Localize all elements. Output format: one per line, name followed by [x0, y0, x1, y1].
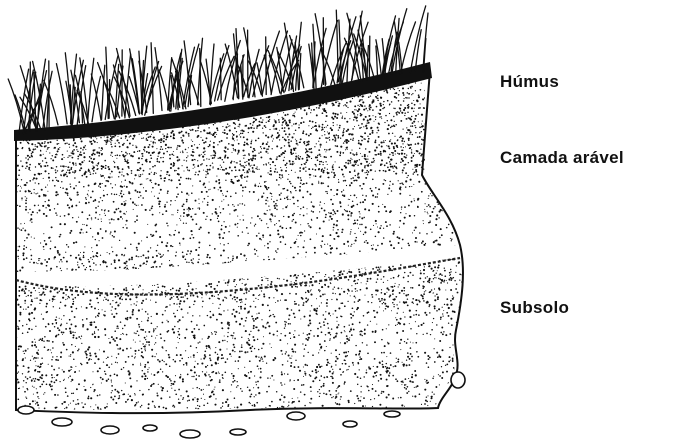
- label-humus: Húmus: [500, 72, 559, 92]
- subsoil-layer-texture: [13, 254, 471, 413]
- label-subsoil: Subsolo: [500, 298, 569, 318]
- label-arable-layer: Camada arável: [500, 148, 624, 168]
